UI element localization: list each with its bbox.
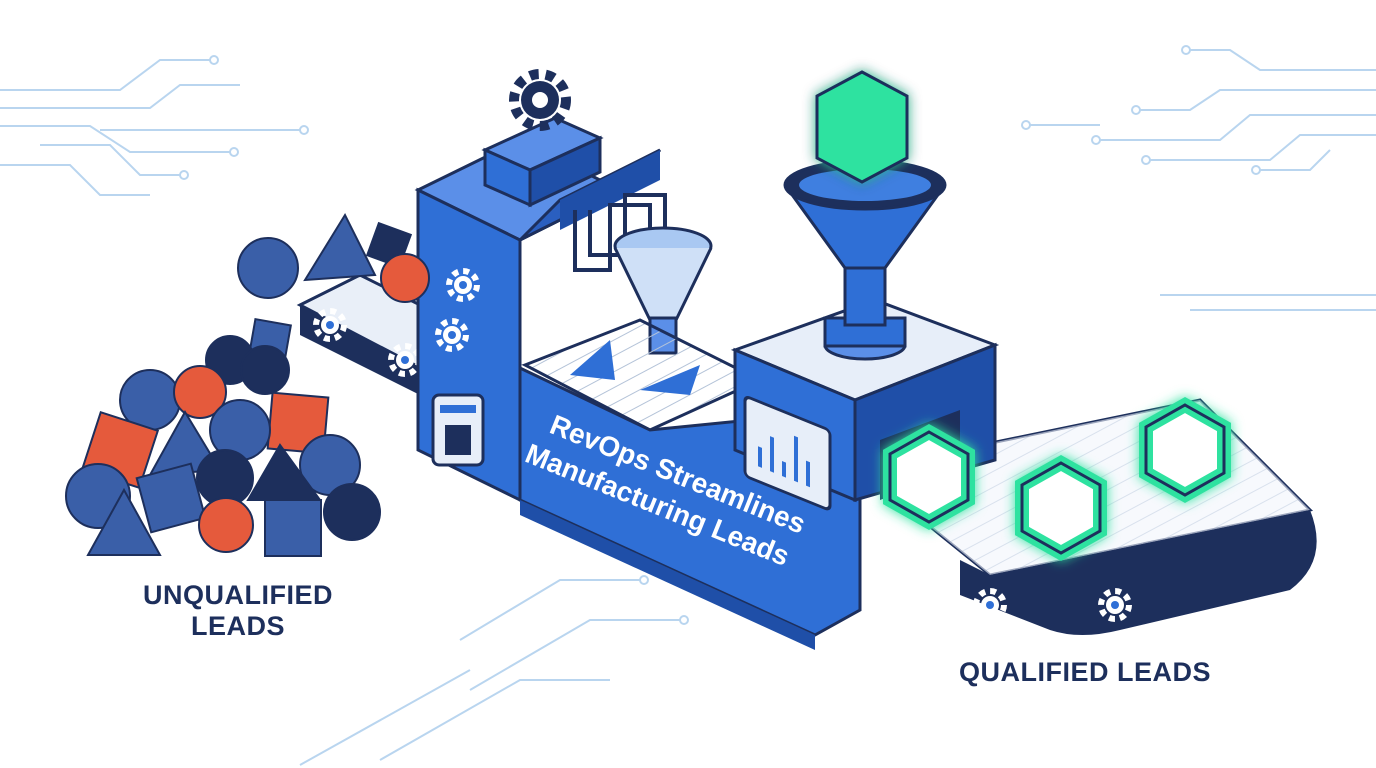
circuit-lines (0, 45, 1376, 766)
big-funnel (783, 159, 947, 361)
unqualified-label-line-1: UNQUALIFIED (143, 580, 333, 610)
qualified-leads-label: QUALIFIED LEADS (958, 657, 1211, 687)
unqualified-leads-label: UNQUALIFIED LEADS (118, 580, 358, 642)
unqualified-pile (65, 212, 430, 557)
qualified-hexagons (815, 70, 1231, 562)
pipes (573, 193, 667, 272)
unqualified-label-line-2: LEADS (190, 611, 285, 642)
top-hopper (481, 69, 604, 208)
small-funnel (613, 226, 713, 355)
